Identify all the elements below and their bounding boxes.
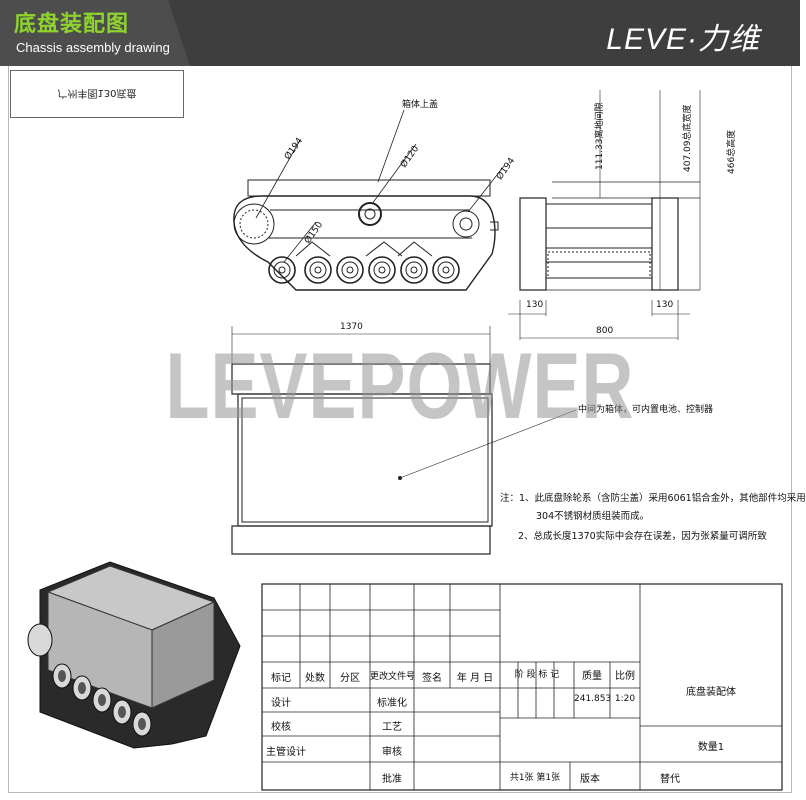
tb-version: 版本 [580,774,600,785]
page-title: 底盘装配图 [14,12,130,37]
tb-review: 审核 [382,747,402,758]
label-total-width: 407.09总底宽度 [683,104,693,173]
note-1-line2: 304不锈钢材质组装而成。 [536,511,650,522]
tb-chief-design: 主管设计 [266,747,306,758]
tb-mark: 标记 [271,673,291,684]
tb-count: 处数 [305,673,325,684]
tb-date: 年 月 日 [456,673,494,684]
tb-zone: 分区 [340,673,360,684]
road-wheels [268,256,460,284]
tb-check: 校核 [271,722,291,733]
tb-sheets: 共1张 第1张 [509,773,561,783]
side-view [233,109,505,291]
tb-approve: 批准 [382,774,402,785]
label-total-height: 466总高度 [727,129,737,174]
tb-standardize: 标准化 [377,698,407,709]
tb-change-doc: 更改文件号 [370,672,416,682]
label-overall-width: 800 [596,326,614,336]
watermark: LEVEPOWER [165,335,635,439]
tb-stage-mark: 阶 段 标 记 [514,670,560,680]
label-track-right: 130 [656,300,674,310]
tb-part-name: 底盘装配体 [686,687,736,698]
top-view [231,326,577,555]
tb-process: 工艺 [382,722,402,733]
note-2: 2、总成长度1370实际中会存在误差，因为张紧量可调所致 [518,531,767,542]
drawing-frame [8,66,792,793]
tb-replace: 替代 [660,774,680,785]
label-middle-box: 中间为箱体，可内置电池、控制器 [578,405,714,415]
tb-scale-label: 比例 [615,671,635,682]
tb-sign: 签名 [422,673,442,684]
tb-quantity: 数量1 [697,742,725,753]
front-view [508,90,701,340]
header-bar: 底盘装配图 Chassis assembly drawing LEVE·力维 [0,0,800,66]
brand-logo: LEVE·力维 [606,23,760,56]
drawing-tag-box: 广州丰图130底盘 [10,70,184,118]
label-overall-length: 1370 [340,322,363,332]
tb-mass-value: 241.853 [574,694,612,704]
isometric-view [27,561,241,749]
tb-mass-label: 质量 [582,671,602,682]
label-track-left: 130 [526,300,544,310]
label-top-cover: 箱体上盖 [402,100,439,110]
page-subtitle: Chassis assembly drawing [16,40,170,55]
tb-scale-value: 1:20 [614,694,636,704]
note-1-line1: 注：1、此底盘除轮系（含防尘盖）采用6061铝合金外，其他部件均采用 [500,493,806,504]
label-ground-clearance: 111.33离地间隙 [595,102,605,171]
title-tab: 底盘装配图 Chassis assembly drawing [0,0,190,66]
tb-design: 设计 [271,698,291,709]
title-block-grid [261,583,783,791]
